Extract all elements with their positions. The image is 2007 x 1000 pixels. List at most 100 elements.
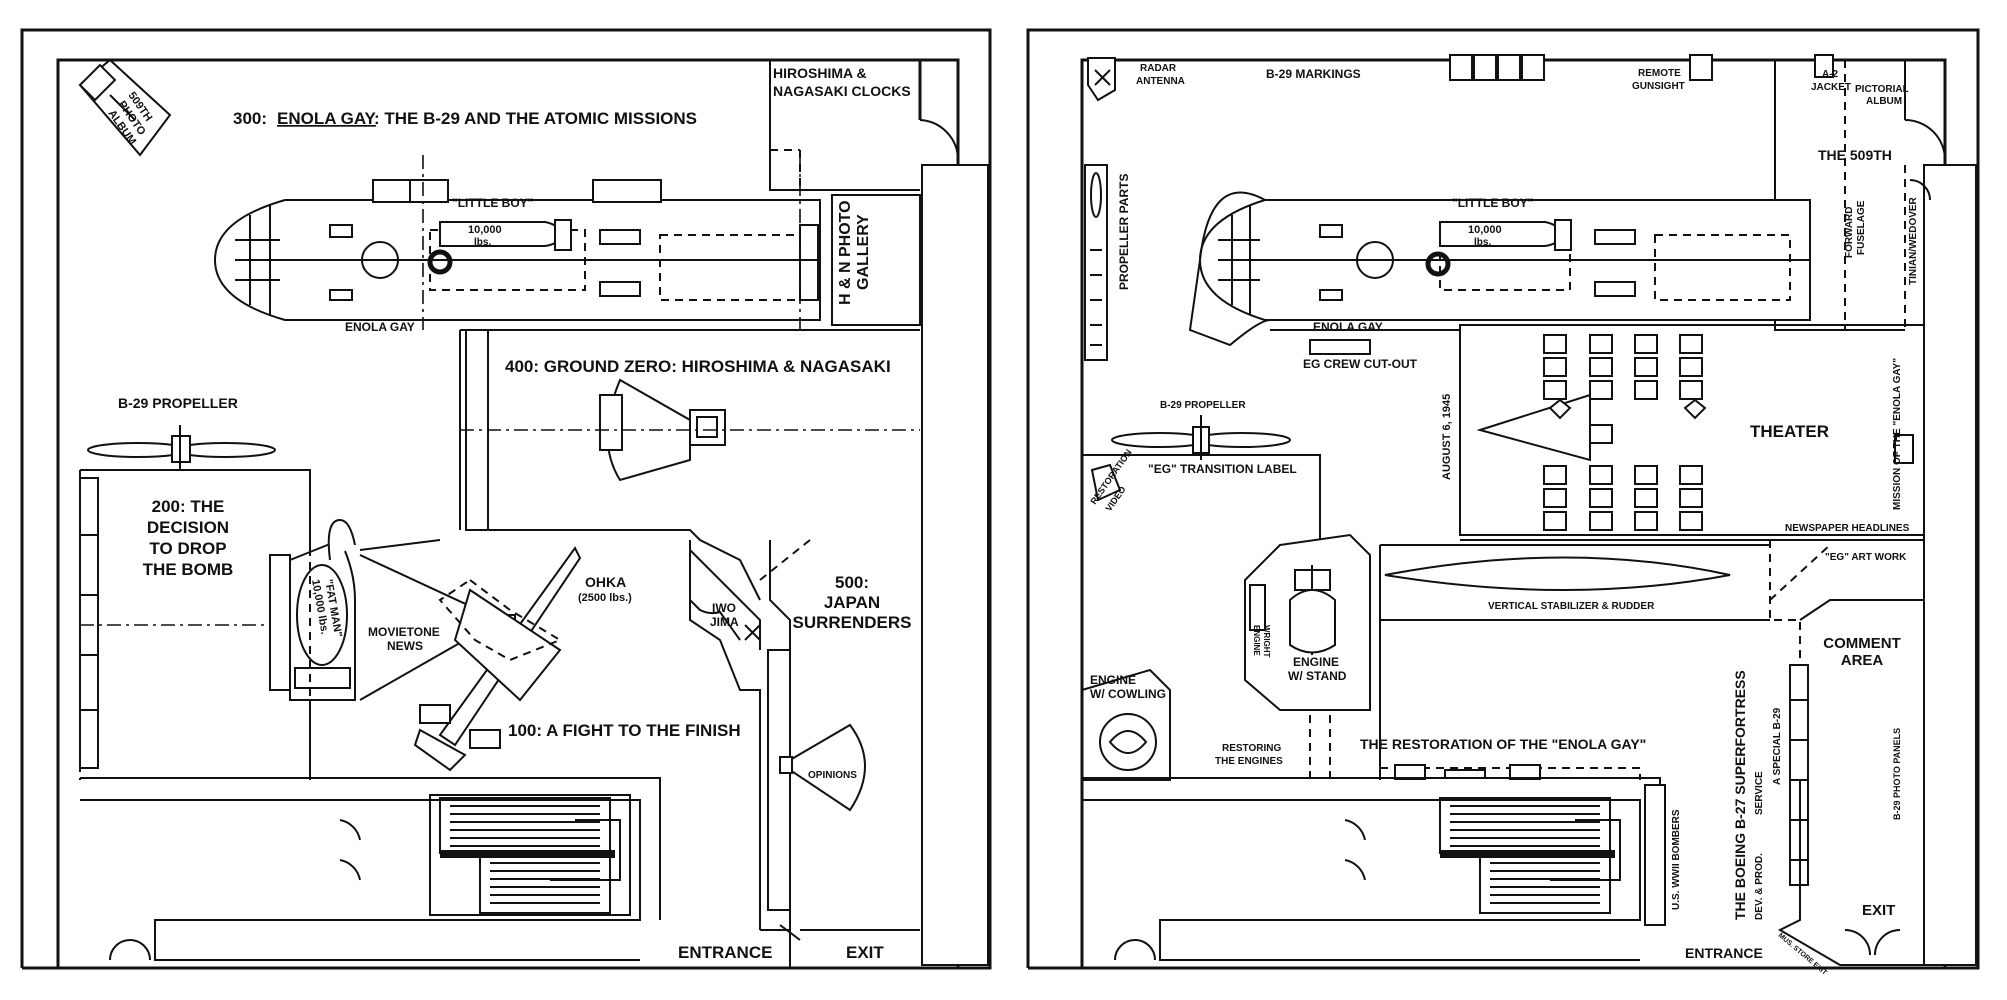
right-floor-plan — [1026, 28, 1980, 970]
radar-antenna-1: RADAR — [1140, 63, 1177, 74]
ohka-line-1: OHKA — [585, 574, 626, 590]
fat-man-exhibit — [80, 518, 356, 780]
left-outer-wall — [20, 28, 992, 970]
bomb-weight-2: lbs. — [474, 237, 491, 248]
iwo-jima-line-1: IWO — [712, 601, 736, 615]
wright-engine-2: ENGINE — [1252, 625, 1261, 656]
eg-transition-label: "EG" TRANSITION LABEL — [1148, 462, 1297, 476]
a2-jacket-1: A-2 — [1822, 69, 1839, 80]
ohka-line-2: (2500 lbs.) — [578, 592, 632, 604]
right-outer-wall — [1026, 28, 1980, 970]
propeller-parts: PROPELLER PARTS — [1117, 174, 1131, 290]
b29-propeller-left — [87, 425, 276, 470]
left-plan-labels: 300: ENOLA GAY : THE B-29 AND THE ATOMIC… — [106, 65, 912, 962]
special-b29: A SPECIAL B-29 — [1772, 707, 1783, 785]
comment-area-2: AREA — [1841, 652, 1884, 669]
hn-gallery-line-2: GALLERY — [855, 214, 872, 290]
hn-photo-gallery-box — [831, 194, 921, 326]
gallery-500-line-1: 500: — [835, 573, 869, 592]
gallery-300-number: 300: — [233, 109, 267, 128]
theater-room — [1459, 324, 1925, 536]
eg-crew-cutout: EG CREW CUT-OUT — [1303, 357, 1418, 371]
clocks-line-1: HIROSHIMA & — [773, 65, 867, 81]
radar-antenna-2: ANTENNA — [1136, 76, 1185, 87]
509th-photo-album — [78, 58, 172, 157]
us-wwii-bombers: U.S. WWII BOMBERS — [1671, 809, 1682, 910]
us-bombers-panel — [1644, 784, 1666, 926]
left-exit-label: EXIT — [846, 943, 884, 962]
b29-propeller-label: B-29 PROPELLER — [118, 395, 238, 411]
little-boy-bomb-right — [1439, 219, 1572, 251]
propeller-parts-case — [1084, 164, 1108, 361]
the-509th: THE 509TH — [1818, 147, 1892, 163]
eg-artwork: "EG" ART WORK — [1825, 552, 1907, 563]
right-east-corridor — [1923, 164, 1977, 966]
theater-seats — [1476, 334, 1707, 531]
engine-stand-1: ENGINE — [1293, 655, 1339, 669]
gallery-500-panel — [767, 649, 791, 911]
hn-gallery-line-1: H & N PHOTO — [837, 200, 854, 305]
right-entrance-label: ENTRANCE — [1685, 945, 1763, 961]
iwo-jima-line-2: JIMA — [710, 615, 739, 629]
little-boy-label: "LITTLE BOY" — [452, 196, 533, 210]
engine-stand-room — [1244, 533, 1371, 711]
gallery-500-line-3: SURRENDERS — [792, 613, 911, 632]
japanese-plane — [419, 578, 563, 749]
right-plan-labels: RADAR ANTENNA B-29 MARKINGS REMOTE GUNSI… — [1088, 63, 1919, 977]
gallery-400-title: 400: GROUND ZERO: HIROSHIMA & NAGASAKI — [505, 357, 891, 376]
theater-label: THEATER — [1750, 422, 1829, 441]
pictorial-album-2: ALBUM — [1866, 96, 1902, 107]
iwo-jima-exhibit — [689, 549, 761, 650]
b29-propeller-right — [1111, 415, 1291, 460]
engine-stand-2: W/ STAND — [1288, 669, 1347, 683]
boeing-b27: THE BOEING B-27 SUPERFORTRESS — [1732, 670, 1748, 920]
ohka-aircraft — [413, 546, 582, 772]
right-stairs — [1439, 797, 1621, 914]
radar-antenna — [1087, 57, 1116, 102]
enola-gay-fuselage-right — [1198, 199, 1811, 321]
bomb-weight-1: 10,000 — [468, 224, 502, 236]
gallery-100-title: 100: A FIGHT TO THE FINISH — [508, 721, 741, 740]
gallery-200-line-2: DECISION — [147, 518, 229, 537]
engine-cowling-2: W/ COWLING — [1090, 687, 1166, 701]
comment-area-1: COMMENT — [1823, 635, 1901, 652]
august-6-1945: AUGUST 6, 1945 — [1441, 394, 1453, 480]
left-floor-plan — [20, 28, 992, 970]
forward-fuselage-1: FORWARD — [1844, 207, 1855, 258]
gallery-300-rest: : THE B-29 AND THE ATOMIC MISSIONS — [374, 109, 697, 128]
b29-propeller-right-label: B-29 PROPELLER — [1160, 400, 1246, 411]
dev-prod: DEV. & PROD. — [1754, 853, 1765, 920]
enola-gay-label: ENOLA GAY — [345, 320, 415, 334]
bomb-weight-right-1: 10,000 — [1468, 224, 1502, 236]
little-boy-bomb-left — [439, 219, 572, 251]
enola-gay-fuselage-left — [213, 199, 821, 321]
movietone-line-2: NEWS — [387, 639, 423, 653]
opinions-booth — [779, 723, 866, 812]
mission-enola-gay: MISSION OF THE "ENOLA GAY" — [1892, 358, 1903, 510]
movietone-line-1: MOVIETONE — [368, 625, 440, 639]
left-east-corridor — [921, 164, 989, 966]
engine-cowling-1: ENGINE — [1090, 673, 1136, 687]
pictorial-album-1: PICTORIAL — [1855, 84, 1909, 95]
a2-jacket-2: JACKET — [1811, 82, 1851, 93]
left-entrance-label: ENTRANCE — [678, 943, 772, 962]
wright-engine-1: WRIGHT — [1262, 625, 1271, 658]
restoring-engines-1: RESTORING — [1222, 743, 1281, 754]
gallery-200-line-3: TO DROP — [149, 539, 226, 558]
right-exit-label: EXIT — [1862, 902, 1895, 919]
gallery-200-line-1: 200: THE — [152, 497, 225, 516]
gallery-200-line-4: THE BOMB — [143, 560, 234, 579]
b29-photo-panels: B-29 PHOTO PANELS — [1892, 728, 1902, 820]
restoring-engines-2: THE ENGINES — [1215, 756, 1283, 767]
newspaper-headlines: NEWSPAPER HEADLINES — [1785, 523, 1910, 534]
enola-gay-right: ENOLA GAY — [1313, 320, 1383, 334]
remote-gunsight-1: REMOTE — [1638, 68, 1681, 79]
tinian-wendover: TINIAN/WEDOVER — [1908, 196, 1919, 285]
gallery-500-line-2: JAPAN — [824, 593, 880, 612]
left-door-swing — [919, 119, 960, 161]
forward-fuselage-2: FUSELAGE — [1856, 200, 1867, 255]
b29-markings: B-29 MARKINGS — [1266, 67, 1361, 81]
gallery-200-panel — [79, 477, 99, 769]
little-boy-right: "LITTLE BOY" — [1452, 196, 1533, 210]
